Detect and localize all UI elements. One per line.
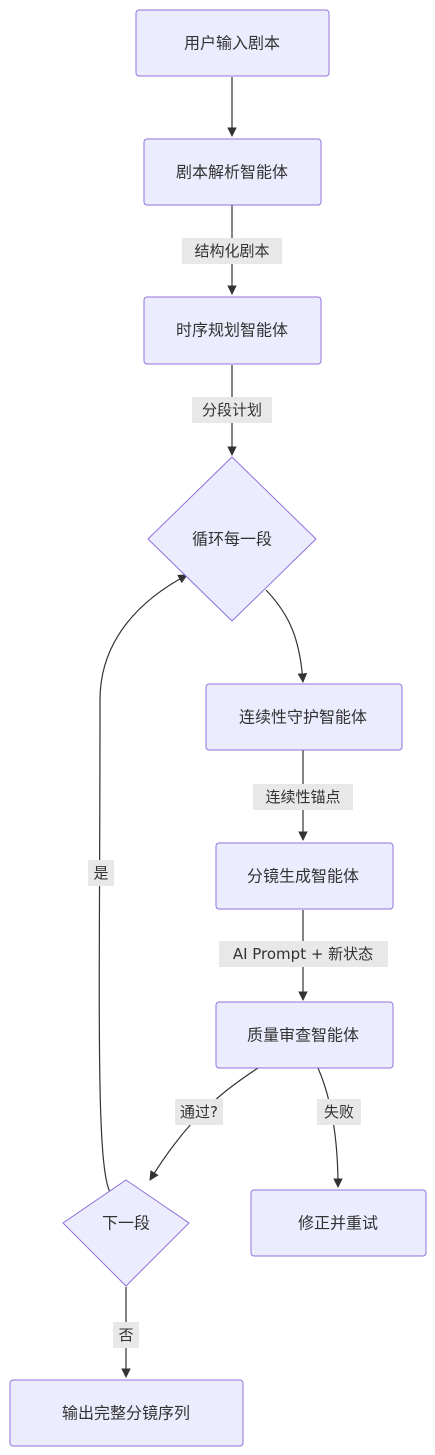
node-fix: 修正并重试 xyxy=(250,1189,427,1257)
label-fail: 失败 xyxy=(324,1103,354,1121)
label-plan-segments: 分段计划 xyxy=(202,401,262,419)
node-plan: 时序规划智能体 xyxy=(143,296,322,365)
label-prompt: AI Prompt + 新状态 xyxy=(233,945,373,963)
node-input: 用户输入剧本 xyxy=(135,9,330,77)
node-output-label: 输出完整分镜序列 xyxy=(62,1404,190,1423)
label-anchors: 连续性锚点 xyxy=(265,788,340,806)
node-guard-label: 连续性守护智能体 xyxy=(239,708,367,727)
edge-review-fix xyxy=(317,1067,343,1188)
edge-labels: 结构化剧本 分段计划 连续性锚点 AI Prompt + 新状态 通过? 失败 … xyxy=(88,238,388,1348)
node-storyboard: 分镜生成智能体 xyxy=(215,842,394,910)
node-review-label: 质量审查智能体 xyxy=(247,1026,359,1045)
node-parse: 剧本解析智能体 xyxy=(143,138,322,206)
node-fix-label: 修正并重试 xyxy=(298,1214,378,1233)
label-structured: 结构化剧本 xyxy=(194,242,269,260)
label-pass: 通过? xyxy=(180,1103,218,1121)
node-input-label: 用户输入剧本 xyxy=(184,34,280,53)
node-review: 质量审查智能体 xyxy=(215,1001,394,1069)
node-output: 输出完整分镜序列 xyxy=(9,1379,244,1447)
node-plan-label: 时序规划智能体 xyxy=(176,321,288,340)
node-storyboard-label: 分镜生成智能体 xyxy=(247,867,359,886)
label-no: 否 xyxy=(118,1326,133,1344)
node-guard: 连续性守护智能体 xyxy=(205,683,403,751)
node-loop: 循环每一段 xyxy=(147,456,317,622)
node-next: 下一段 xyxy=(62,1179,190,1287)
edge-next-loop xyxy=(98,574,188,1195)
node-parse-label: 剧本解析智能体 xyxy=(176,163,288,182)
node-next-label: 下一段 xyxy=(102,1214,150,1233)
node-loop-label: 循环每一段 xyxy=(192,530,272,549)
label-yes: 是 xyxy=(93,864,108,882)
edge-loop-guard xyxy=(265,589,308,683)
